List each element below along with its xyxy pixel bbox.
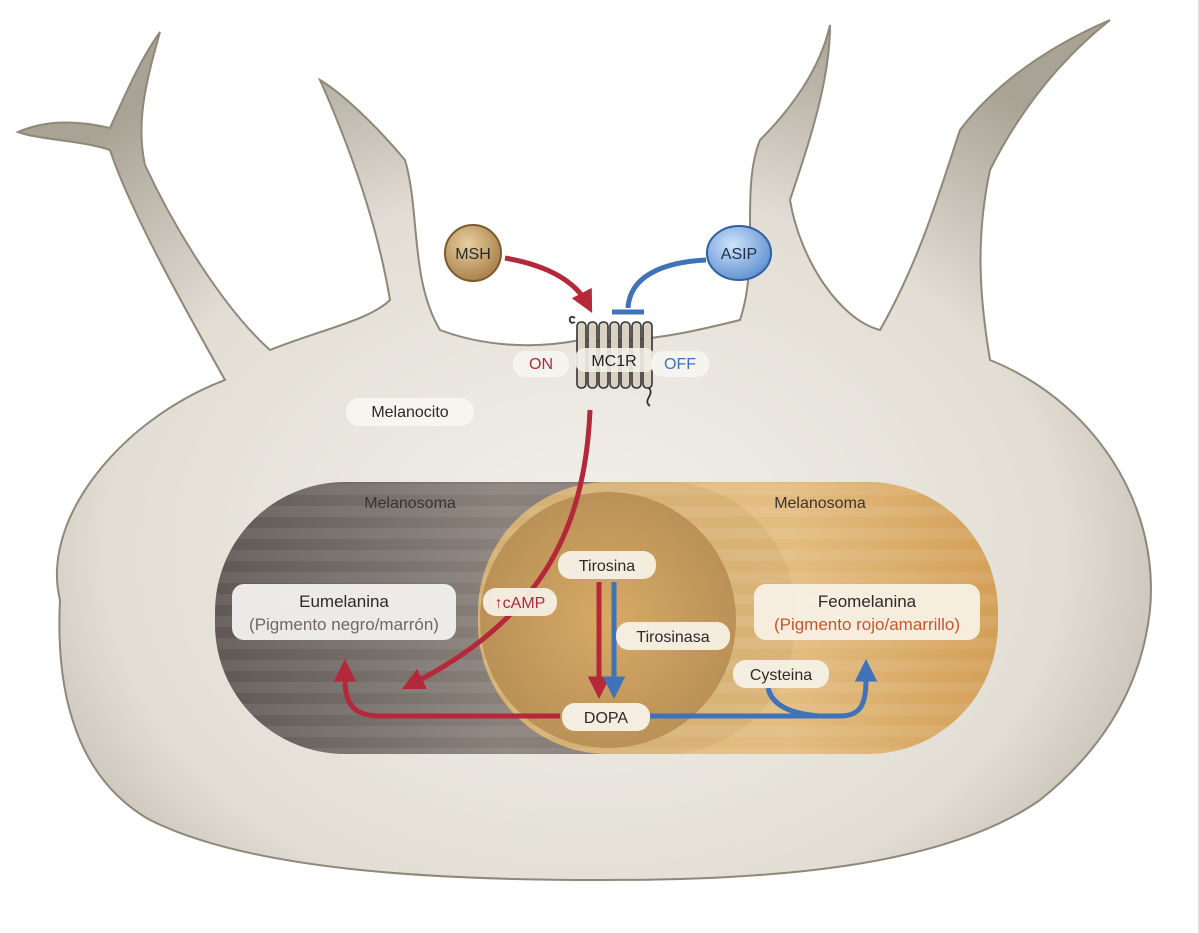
melanocito-label: Melanocito: [371, 404, 448, 421]
melanosome-left-label: Melanosoma: [364, 495, 456, 512]
eumelanin-box: [232, 584, 456, 640]
melanosome-right-label: Melanosoma: [774, 495, 866, 512]
asip-ligand-icon: [706, 225, 772, 281]
cysteine-join-line: [765, 687, 821, 719]
dopa-to-eumelanin-arrow: [333, 659, 560, 719]
pheomelanin-box: [754, 584, 980, 640]
on-label: ON: [529, 356, 553, 373]
camp-label: ↑cAMP: [495, 595, 546, 612]
tirosina-label: Tirosina: [579, 558, 635, 575]
camp-signal-arrow: [401, 409, 593, 690]
dopa-label: DOPA: [584, 710, 628, 727]
asip-inhibition-line: [625, 257, 707, 309]
dopa-to-pheomelanin-arrow: [650, 659, 878, 719]
right-edge-line: [1198, 0, 1200, 933]
msh-ligand-icon: [444, 224, 502, 282]
eumelanin-title: Eumelanina: [299, 592, 389, 611]
eumelanin-subtitle: (Pigmento negro/marrón): [249, 615, 439, 634]
msh-activation-arrow: [504, 255, 593, 313]
tirosinasa-label: Tirosinasa: [636, 629, 709, 646]
pheomelanin-title: Feomelanina: [818, 592, 917, 611]
mc1r-receptor-icon: [568, 316, 655, 407]
melanosome-overlap: [480, 492, 736, 748]
asip-label: ASIP: [721, 246, 757, 263]
pheomelanin-subtitle: (Pigmento rojo/amarrillo): [774, 615, 960, 634]
msh-label: MSH: [455, 246, 491, 263]
cysteina-label: Cysteina: [750, 667, 812, 684]
off-label: OFF: [664, 356, 696, 373]
mc1r-label: MC1R: [591, 353, 636, 370]
